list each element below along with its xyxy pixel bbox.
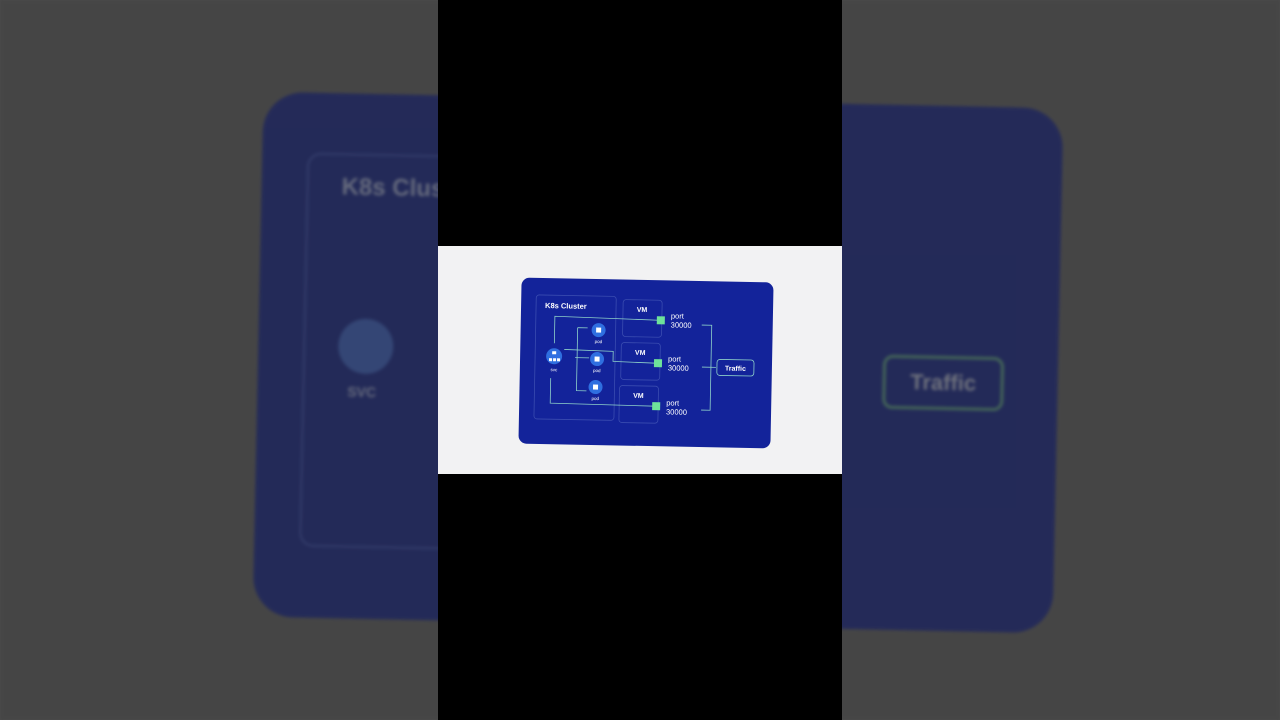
port-word: port: [666, 398, 680, 407]
vm-label: VM: [633, 393, 644, 400]
pod-label: pod: [595, 339, 603, 344]
vm-label: VM: [635, 350, 646, 357]
pod-icon-2: pod: [590, 352, 605, 373]
port-labels: port 30000 port 30000 port 30000: [666, 311, 692, 416]
pod-label: pod: [593, 368, 601, 373]
port-number: 30000: [668, 363, 689, 372]
svc-label: svc: [550, 367, 558, 372]
port-number: 30000: [666, 407, 687, 416]
cluster-label: K8s Cluster: [545, 301, 587, 311]
pod-icon-1: pod: [591, 323, 606, 344]
port-word: port: [671, 311, 685, 320]
vm-label: VM: [637, 307, 648, 314]
port-marker-1: [656, 316, 665, 325]
pod-label: pod: [592, 396, 600, 401]
svc-icon: svc: [546, 348, 563, 372]
traffic-box: Traffic: [716, 359, 755, 377]
k8s-nodeport-diagram: K8s Cluster VM VM VM port 30000 port 300…: [518, 277, 774, 449]
port-marker-2: [653, 359, 663, 368]
port-marker-3: [652, 402, 661, 411]
traffic-label: Traffic: [725, 366, 746, 373]
pod-icon-3: pod: [588, 380, 603, 401]
cluster-box: [533, 294, 617, 421]
connection-lines: [549, 315, 716, 411]
port-word: port: [668, 354, 682, 363]
port-number: 30000: [671, 320, 692, 329]
